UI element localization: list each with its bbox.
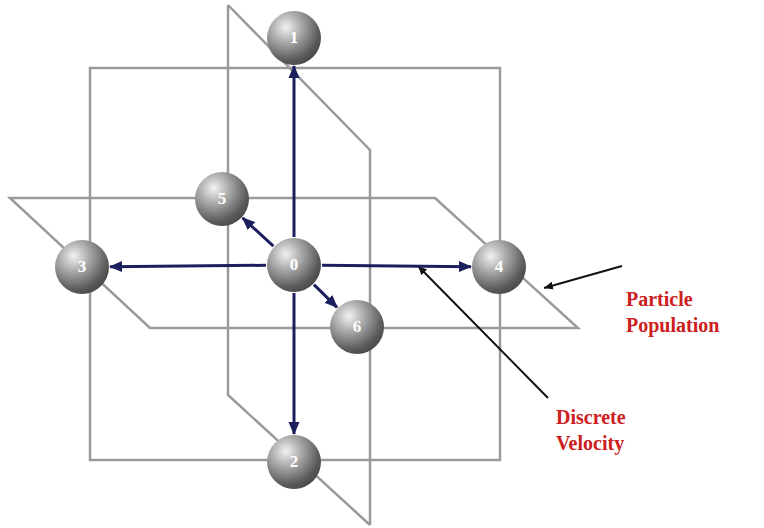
particle-sphere: 4: [472, 240, 526, 294]
node-number: 2: [290, 452, 299, 472]
callout-label: Particle Population: [626, 286, 746, 338]
velocity-arrow: [322, 265, 471, 266]
particle-sphere: 0: [267, 238, 321, 292]
callout-label: Discrete Velocity: [556, 404, 666, 456]
velocity-arrow: [243, 218, 274, 246]
particle-sphere: 2: [267, 435, 321, 489]
particle-sphere: 3: [55, 240, 109, 294]
velocity-arrow: [314, 285, 337, 308]
particle-sphere: 1: [267, 11, 321, 65]
particle-sphere: 6: [330, 300, 384, 354]
node-number: 5: [218, 189, 227, 209]
node-number: 6: [353, 317, 362, 337]
node-number: 3: [78, 257, 87, 277]
velocity-arrow: [110, 265, 266, 266]
node-number: 4: [495, 257, 504, 277]
particle-sphere: 5: [195, 172, 249, 226]
plane-lines: [10, 5, 578, 525]
node-number: 0: [290, 255, 299, 275]
velocity-arrow: [293, 66, 296, 237]
leader-line: [544, 266, 622, 288]
velocity-arrow: [293, 293, 296, 434]
node-number: 1: [290, 28, 299, 48]
